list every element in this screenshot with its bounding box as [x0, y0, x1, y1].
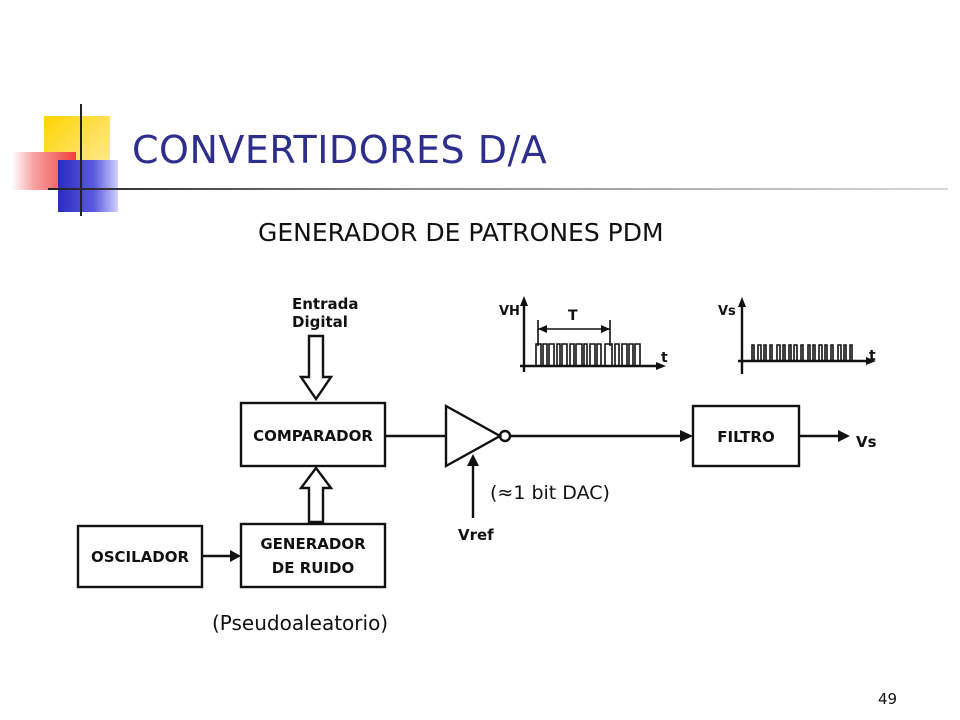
arrowhead-left-x [656, 362, 666, 370]
generador-label-line2: DE RUIDO [272, 559, 354, 577]
waveform-right-pulse-train [751, 344, 853, 362]
dac-note: (≈1 bit DAC) [490, 482, 610, 504]
input-label-line2: Digital [292, 313, 348, 331]
slide-subtitle: GENERADOR DE PATRONES PDM [258, 218, 664, 247]
noise-note: (Pseudoaleatorio) [212, 611, 389, 635]
page-number: 49 [878, 690, 898, 708]
waveform-left-x-label: t [661, 350, 668, 366]
input-label-line1: Entrada [292, 295, 358, 313]
arrowhead-right-y [738, 297, 746, 307]
waveform-left-y-label: VH [499, 304, 520, 319]
input-hollow-arrow [298, 334, 334, 402]
decor-vertical-line [80, 104, 82, 216]
arrowhead-output [838, 430, 850, 442]
arrowhead-noise [230, 550, 241, 562]
generador-label-line1: GENERADOR [260, 535, 366, 553]
comparador-label: COMPARADOR [253, 427, 373, 445]
arrowhead-right-x [866, 357, 876, 365]
waveform-left-period-label: T [568, 308, 578, 324]
arrowhead-vref [467, 454, 479, 466]
arrowhead-filter [680, 430, 693, 442]
generador-ruido-block [239, 522, 387, 589]
period-arrow-right [601, 325, 610, 333]
filtro-label: FILTRO [717, 428, 774, 446]
noise-to-comparator-arrow [298, 466, 334, 524]
oscilador-label: OSCILADOR [91, 548, 190, 566]
decor-blue-square [58, 160, 118, 212]
decor-horizontal-line [48, 188, 948, 190]
buffer-triangle [444, 403, 503, 469]
vref-label: Vref [458, 526, 494, 544]
output-label: Vs [856, 433, 877, 451]
waveform-left-pulse-train [535, 343, 641, 367]
slide-title: CONVERTIDORES D/A [132, 128, 548, 172]
waveform-right-x-label: t [869, 348, 876, 364]
period-arrow-left [538, 325, 547, 333]
comparador-block [239, 401, 387, 468]
arrowhead-left-y [520, 296, 528, 306]
waveform-right-y-label: Vs [718, 304, 736, 319]
